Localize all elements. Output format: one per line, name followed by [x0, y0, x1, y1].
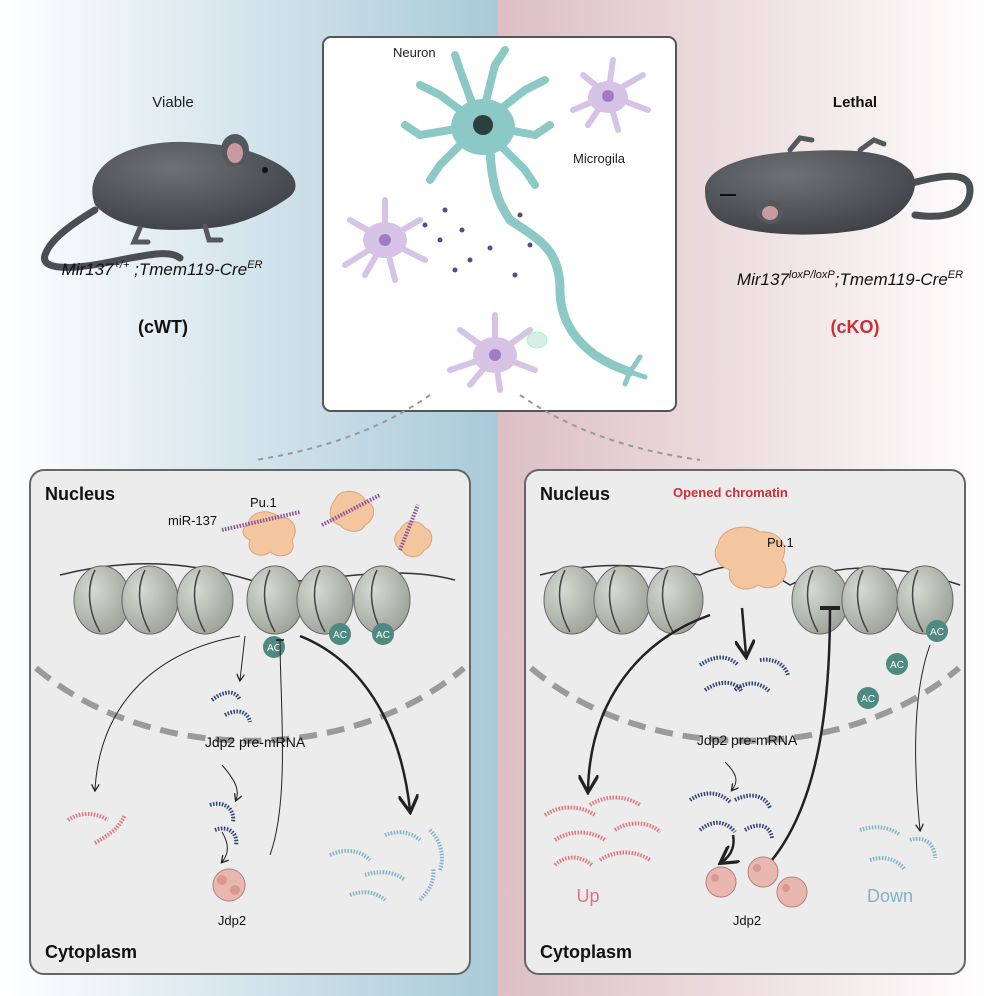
svg-text:AC: AC	[267, 643, 281, 654]
cko-opened-chromatin-label: Opened chromatin	[673, 485, 788, 500]
svg-text:AC: AC	[376, 630, 390, 641]
cko-ac-badges: AC AC AC	[857, 620, 948, 709]
cwt-nucleus-label: Nucleus	[45, 484, 115, 504]
cko-rna-fragments	[543, 655, 937, 872]
microglia-icon	[342, 57, 651, 393]
cko-arrows	[588, 605, 931, 862]
mouse-lethal-icon	[705, 135, 974, 235]
cko-jdp2-label: Jdp2	[733, 913, 761, 928]
cwt-premrna-label: Jdp2 pre-mRNA	[205, 734, 306, 750]
cko-premrna-label: Jdp2 pre-mRNA	[697, 732, 798, 748]
cwt-nuclear-envelope	[34, 665, 466, 744]
zoom-line-right	[519, 394, 701, 461]
cwt-rna-fragments	[66, 690, 444, 902]
svg-text:AC: AC	[890, 660, 904, 671]
cko-nuclear-envelope	[529, 665, 961, 744]
cwt-ac-badges: AC AC AC	[263, 623, 394, 658]
signal-dots	[422, 207, 533, 278]
neuron-icon	[401, 46, 648, 387]
neuron-label: Neuron	[393, 45, 436, 60]
svg-text:AC: AC	[930, 627, 944, 638]
cko-nucleosomes	[543, 565, 954, 635]
cwt-pu1-label: Pu.1	[250, 495, 277, 510]
cwt-cytoplasm-label: Cytoplasm	[45, 942, 137, 962]
cko-cytoplasm-label: Cytoplasm	[540, 942, 632, 962]
left-group: (cWT)	[138, 317, 188, 337]
cwt-jdp2-protein-icon	[212, 868, 246, 902]
microglia-label: Microgila	[573, 151, 626, 166]
right-group: (cKO)	[831, 317, 880, 337]
cwt-mir137-label: miR-137	[168, 513, 217, 528]
right-status: Lethal	[833, 94, 877, 111]
cko-nucleus-label: Nucleus	[540, 484, 610, 504]
svg-text:AC: AC	[861, 694, 875, 705]
left-genotype: Mir137+/+ ;Tmem119-CreER	[62, 259, 263, 279]
cko-down-label: Down	[867, 886, 913, 906]
mouse-viable-icon	[41, 134, 296, 271]
cko-jdp2-protein-icons	[705, 856, 808, 908]
cwt-nucleosomes	[73, 565, 411, 635]
right-genotype: Mir137loxP/loxP;Tmem119-CreER	[737, 269, 963, 289]
cko-pu1-label: Pu.1	[767, 535, 794, 550]
cwt-pu1-mir137-complexes	[221, 490, 433, 558]
left-status: Viable	[152, 94, 193, 111]
zoom-line-left	[254, 394, 431, 461]
cwt-arrows	[95, 634, 410, 862]
cwt-jdp2-label: Jdp2	[218, 913, 246, 928]
svg-text:AC: AC	[333, 630, 347, 641]
cko-up-label: Up	[576, 886, 599, 906]
cko-pu1-icon	[714, 526, 787, 590]
